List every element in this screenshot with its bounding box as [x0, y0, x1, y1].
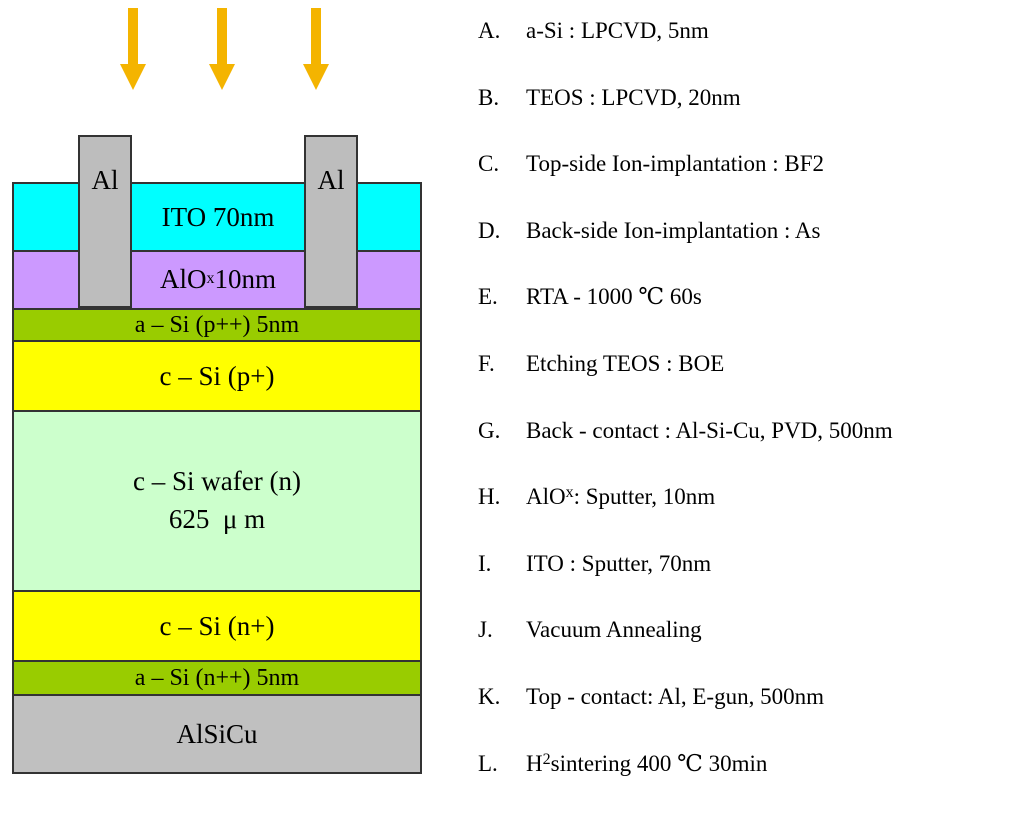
step-e: E.RTA - 1000 ℃ 60s — [478, 284, 702, 310]
c-si-n-layer: c – Si (n+) — [12, 590, 422, 660]
step-a: A.a-Si : LPCVD, 5nm — [478, 18, 709, 43]
a-si-p-layer: a – Si (p++) 5nm — [12, 308, 422, 340]
wafer-label: c – Si wafer (n) — [133, 466, 301, 497]
process-steps-list: A.a-Si : LPCVD, 5nm B.TEOS : LPCVD, 20nm… — [478, 18, 893, 817]
step-c: C.Top-side Ion-implantation : BF2 — [478, 151, 825, 177]
alsicu-layer: AlSiCu — [12, 694, 422, 774]
step-j: J.Vacuum Annealing — [478, 617, 702, 643]
al-contact-left: Al — [78, 135, 132, 308]
c-si-p-label: c – Si (p+) — [159, 360, 275, 391]
wafer-layer: c – Si wafer (n) 625 μ m — [12, 410, 422, 590]
a-si-p-label: a – Si (p++) 5nm — [134, 311, 300, 338]
al-left-label: Al — [91, 165, 119, 195]
c-si-p-layer: c – Si (p+) — [12, 340, 422, 410]
step-b: B.TEOS : LPCVD, 20nm — [478, 84, 741, 110]
al-contact-right: Al — [304, 135, 358, 308]
a-si-n-label: a – Si (n++) 5nm — [134, 664, 300, 691]
step-d: D.Back-side Ion-implantation : As — [478, 217, 821, 243]
al-right-label: Al — [317, 165, 345, 195]
alsicu-label: AlSiCu — [176, 718, 258, 749]
step-g: G.Back - contact : Al-Si-Cu, PVD, 500nm — [478, 417, 893, 443]
wafer-thickness: 625 μ m — [168, 504, 266, 534]
light-arrow-right — [303, 8, 329, 90]
ito-label: ITO 70nm — [161, 201, 275, 232]
step-i: I.ITO : Sputter, 70nm — [478, 550, 712, 576]
a-si-n-layer: a – Si (n++) 5nm — [12, 660, 422, 694]
c-si-n-label: c – Si (n+) — [159, 610, 275, 641]
step-k: K.Top - contact: Al, E-gun, 500nm — [478, 683, 824, 709]
step-f: F.Etching TEOS : BOE — [478, 350, 725, 376]
light-arrow-left — [120, 8, 146, 90]
light-arrow-middle — [209, 8, 235, 90]
